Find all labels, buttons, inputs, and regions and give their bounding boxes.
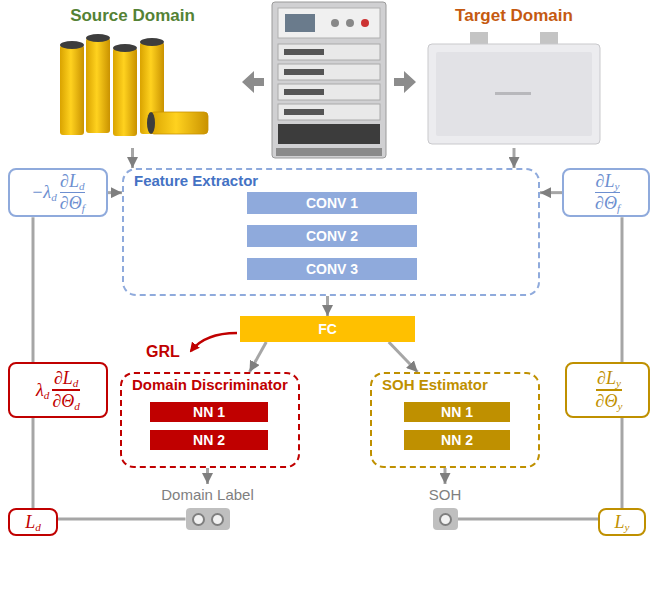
node-text: Feature Extractor: [124, 170, 268, 191]
gradient-box: ∂Ly ∂Θf: [562, 168, 650, 217]
output-pill: [186, 508, 230, 530]
node-text: Domain Discriminator: [122, 374, 298, 395]
node-text: ∂Ly: [596, 172, 620, 191]
layer-bar: CONV 2: [247, 225, 417, 247]
node-text: ∂Θd: [52, 392, 79, 411]
output-symbol: SOH: [420, 484, 470, 530]
connector: [58, 518, 186, 521]
node-text: CONV 1: [306, 195, 358, 211]
subscript: y: [617, 400, 622, 412]
node-text: SOH: [429, 486, 462, 503]
fraction: ∂Ld ∂Θf: [60, 172, 85, 213]
subscript: d: [73, 378, 79, 390]
subscript: f: [82, 203, 85, 215]
output-dot: [439, 513, 452, 526]
subscript: d: [51, 192, 57, 204]
gradient-box: ∂Ly ∂Θy: [565, 362, 650, 418]
node-text: ∂Ly: [597, 369, 621, 388]
connector: [32, 418, 35, 508]
tester-arrows: [242, 71, 416, 93]
battery-tester: [272, 2, 386, 158]
connector: [131, 148, 134, 168]
connector: [444, 468, 447, 484]
connector: [540, 191, 562, 194]
subscript: d: [44, 389, 50, 401]
layer-bar: NN 2: [150, 430, 268, 450]
node-text: ∂Θy: [596, 392, 623, 411]
domain-heading: Target Domain: [425, 6, 603, 148]
connector: [108, 191, 122, 194]
module-box: Feature ExtractorCONV 1 CONV 2 CONV 3: [122, 168, 540, 296]
connector: [250, 342, 267, 372]
connector: [513, 148, 516, 168]
subscript: d: [35, 521, 41, 533]
connector: [326, 296, 329, 316]
node-text: Domain Label: [161, 486, 254, 503]
node-text: −λd: [31, 183, 57, 202]
domain-heading: Source Domain: [55, 6, 210, 148]
battery-cells: [60, 34, 208, 136]
loss-box: Ly: [598, 508, 646, 536]
grl-arrow: [191, 333, 237, 351]
output-dot: [192, 513, 205, 526]
output-pill: [433, 508, 458, 530]
layer-bar: CONV 1: [247, 192, 417, 214]
node-text: NN 2: [441, 432, 473, 448]
node-text: ∂Θf: [595, 194, 620, 213]
node-text: ∂Θf: [60, 194, 85, 213]
pouch-cell: [428, 32, 600, 144]
layer-bar: NN 1: [150, 402, 268, 422]
layer-bar: NN 2: [404, 430, 510, 450]
node-text: Target Domain: [425, 6, 603, 26]
connector: [389, 342, 418, 372]
node-text: CONV 3: [306, 261, 358, 277]
fraction: ∂Ly ∂Θy: [596, 369, 623, 410]
connector: [206, 468, 209, 484]
loss-box: Ld: [8, 508, 58, 536]
connector: [621, 418, 624, 508]
fraction: ∂Ld ∂Θd: [52, 369, 79, 410]
subscript: d: [79, 180, 85, 192]
connector: [458, 518, 599, 521]
node-text: Source Domain: [55, 6, 210, 26]
fraction: ∂Ly ∂Θf: [595, 172, 620, 213]
node-text: NN 2: [193, 432, 225, 448]
subscript: y: [614, 180, 619, 192]
layer-bar: CONV 3: [247, 258, 417, 280]
node-text: Ly: [615, 513, 630, 532]
node-text: FC: [318, 321, 337, 337]
subscript: f: [617, 203, 620, 215]
connector: [32, 217, 35, 362]
gradient-box: λd ∂Ld ∂Θd: [8, 362, 108, 418]
gradient-box: −λd∂Ld ∂Θf: [8, 168, 108, 217]
subscript: y: [625, 521, 630, 533]
node-text: ∂Ld: [60, 172, 84, 191]
node-text: NN 1: [441, 404, 473, 420]
node-text: λd: [36, 381, 49, 400]
layer-bar: FC: [240, 316, 415, 342]
node-text: NN 1: [193, 404, 225, 420]
layer-bar: NN 1: [404, 402, 510, 422]
node-text: CONV 2: [306, 228, 358, 244]
node-text: Ld: [25, 513, 41, 532]
connector: [621, 217, 624, 362]
subscript: y: [616, 378, 621, 390]
module-box: SOH Estimator NN 1 NN 2: [370, 372, 540, 468]
grl-label: GRL: [146, 343, 180, 361]
module-box: Domain Discriminator NN 1 NN 2: [120, 372, 300, 468]
subscript: d: [74, 400, 80, 412]
node-text: ∂Ld: [54, 369, 78, 388]
node-text: SOH Estimator: [372, 374, 498, 395]
output-dot: [211, 513, 224, 526]
output-symbol: Domain Label: [160, 484, 255, 530]
